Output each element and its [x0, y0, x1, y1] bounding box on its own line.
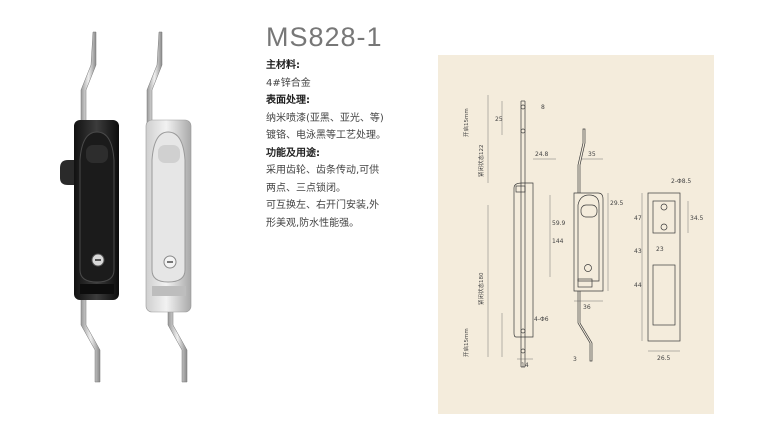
spec-heading-function: 功能及用途:	[266, 147, 320, 159]
technical-drawing: 8 25 24.8 35 59.9 29.5 144 36 4-Φ6 14 3 …	[462, 95, 704, 369]
spec-line: 可互换左、右开门安装,外	[266, 200, 380, 211]
label-close-180: 紧闭状态180	[477, 272, 485, 305]
dim-59-9: 59.9	[552, 220, 566, 227]
spec-line: 两点、三点锁闭。	[266, 182, 346, 194]
spec-section: 主材料: 4#锌合金 表面处理: 纳米喷漆(亚黑、亚光、等) 镀铬、电泳黑等工艺…	[266, 57, 436, 232]
dim-24-8: 24.8	[535, 151, 549, 158]
dim-44: 44	[634, 282, 642, 289]
dim-26-5: 26.5	[657, 355, 671, 362]
spec-line: 纳米喷漆(亚黑、亚光、等)	[266, 112, 384, 124]
dim-144: 144	[552, 238, 564, 245]
silver-lock-image	[145, 31, 192, 383]
spec-line: 4#锌合金	[266, 77, 311, 89]
technical-drawing-panel: 8 25 24.8 35 59.9 29.5 144 36 4-Φ6 14 3 …	[438, 55, 714, 414]
label-open-top: 开启15mm	[462, 108, 470, 137]
spec-heading-material: 主材料:	[266, 60, 300, 71]
dim-43: 43	[634, 248, 642, 255]
spec-line: 采用齿轮、齿条传动,可供	[266, 165, 380, 176]
dim-34-5: 34.5	[690, 215, 704, 222]
spec-heading-surface: 表面处理:	[266, 95, 310, 106]
dim-3: 3	[573, 356, 577, 363]
black-lock-image	[60, 31, 119, 383]
dim-23: 23	[656, 246, 664, 253]
dim-47: 47	[634, 215, 642, 222]
spec-line: 形美观,防水性能强。	[266, 217, 360, 229]
dim-36: 36	[583, 304, 591, 311]
dim-25: 25	[495, 116, 503, 123]
product-photo	[60, 31, 192, 383]
dim-4-phi6: 4-Φ6	[534, 316, 549, 323]
dim-29-5: 29.5	[610, 200, 624, 207]
dim-14: 14	[521, 362, 529, 369]
dim-35: 35	[588, 151, 596, 158]
spec-line: 镀铬、电泳黑等工艺处理。	[266, 130, 386, 141]
model-title: MS828-1	[266, 22, 383, 52]
dim-8: 8	[541, 104, 545, 111]
label-open-bottom: 开启15mm	[462, 328, 470, 357]
label-close-122: 紧闭状态122	[477, 145, 485, 178]
dim-2-phi8-5: 2-Φ8.5	[671, 178, 691, 185]
